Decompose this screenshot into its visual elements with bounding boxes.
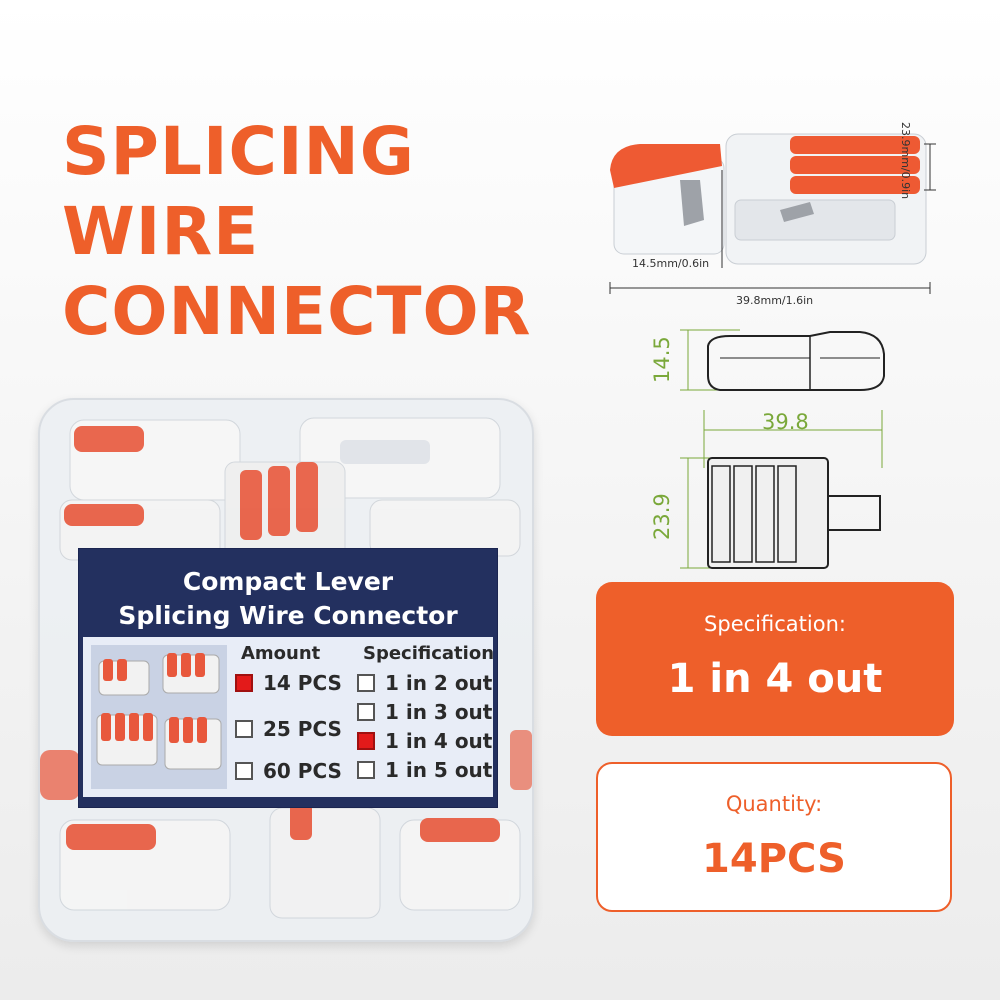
connector-photo-illustration (609, 133, 936, 294)
drawing-length-label: 39.8 (762, 410, 809, 434)
package-label-title: Compact Lever Splicing Wire Connector (79, 565, 497, 633)
height-dimension-label: 23.9mm/0.9in (899, 122, 912, 200)
spec-option-label: 1 in 5 out (385, 758, 493, 782)
length-dimension-label: 39.8mm/1.6in (736, 294, 814, 307)
checkbox-unchecked (357, 702, 375, 721)
quantity-card: Quantity: 14PCS (596, 762, 952, 912)
amount-option-14: 14 PCS (235, 671, 342, 695)
technical-drawing (680, 329, 885, 569)
amount-option-label: 25 PCS (263, 717, 342, 741)
connector-thumbnail-illustration (96, 653, 222, 770)
checkbox-checked (235, 673, 253, 692)
connector-thumbnails (91, 645, 227, 789)
checkbox-checked (357, 731, 375, 750)
spec-option-4-out: 1 in 4 out (357, 729, 492, 753)
connectors-in-box-illustration (40, 417, 532, 919)
spec-option-3-out: 1 in 3 out (357, 700, 492, 724)
headline: SPLICING WIRE CONNECTOR (62, 112, 532, 352)
spec-option-5-out: 1 in 5 out (357, 758, 492, 782)
headline-line-1: SPLICING (62, 113, 415, 190)
amount-option-label: 60 PCS (263, 759, 342, 783)
specification-card: Specification: 1 in 4 out (596, 582, 954, 736)
checkbox-unchecked (357, 673, 375, 692)
quantity-value: 14PCS (702, 836, 846, 882)
amount-option-25: 25 PCS (235, 717, 342, 741)
product-box-image: Compact Lever Splicing Wire Connector (38, 398, 534, 942)
drawing-height-label: 14.5 (650, 336, 674, 383)
package-label: Compact Lever Splicing Wire Connector (78, 548, 498, 808)
specification-value: 1 in 4 out (667, 656, 883, 702)
depth-dimension-label: 14.5mm/0.6in (632, 257, 710, 270)
amount-option-label: 14 PCS (263, 671, 342, 695)
amount-option-60: 60 PCS (235, 759, 342, 783)
checkbox-unchecked (357, 760, 375, 779)
label-title-line-2: Splicing Wire Connector (118, 601, 458, 630)
spec-option-label: 1 in 4 out (385, 729, 493, 753)
specification-header: Specification (363, 643, 495, 664)
specification-label: Specification: (704, 612, 846, 636)
spec-option-label: 1 in 2 out (385, 671, 493, 695)
spec-option-label: 1 in 3 out (385, 700, 493, 724)
headline-line-3: CONNECTOR (62, 273, 532, 350)
headline-line-2: WIRE (62, 193, 260, 270)
drawing-width-label: 23.9 (650, 493, 674, 540)
checkbox-unchecked (235, 719, 253, 738)
label-options-panel: Amount Specification 14 PCS 25 PCS 60 PC… (83, 637, 495, 797)
amount-header: Amount (241, 643, 321, 664)
label-title-line-1: Compact Lever (182, 567, 394, 596)
quantity-label: Quantity: (725, 792, 823, 816)
checkbox-unchecked (235, 761, 253, 780)
spec-option-2-out: 1 in 2 out (357, 671, 492, 695)
